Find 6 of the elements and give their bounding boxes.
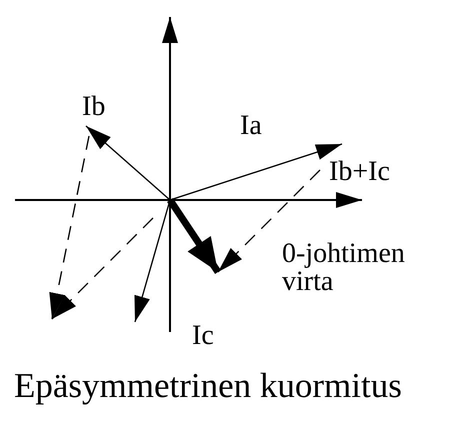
vector-label: Ib xyxy=(82,93,106,121)
vector-label: Ia xyxy=(240,112,262,140)
vector-label: 0-johtimen virta xyxy=(282,240,406,296)
vector-label: Ic xyxy=(192,322,214,350)
vector-label: Ib+Ic xyxy=(329,158,390,186)
caption: Epäsymmetrinen kuormitus xyxy=(14,368,402,403)
